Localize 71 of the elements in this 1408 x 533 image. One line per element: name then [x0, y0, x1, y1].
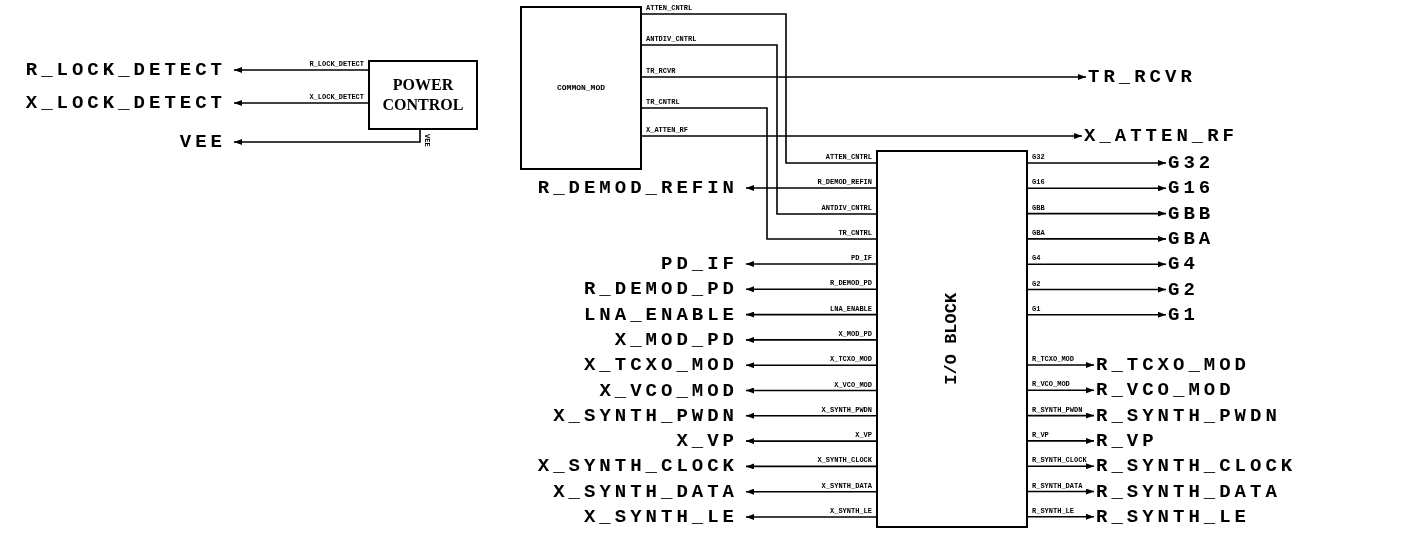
- arrow: [745, 488, 877, 495]
- signal-name: GBA: [1168, 229, 1215, 249]
- signal-line: [641, 44, 877, 215]
- block-box: [876, 150, 1028, 528]
- signal-name: R_SYNTH_CLOCK: [1096, 456, 1297, 476]
- signal-name: X_SYNTH_LE: [583, 507, 738, 527]
- signal-name: TR_RCVR: [1088, 67, 1196, 87]
- signal-name: R_SYNTH_LE: [1096, 507, 1251, 527]
- signal-name: X_LOCK_DETECT: [25, 93, 226, 113]
- signal-name: X_VCO_MOD: [599, 381, 738, 400]
- block-box: [368, 60, 478, 130]
- block-title: POWER CONTROL: [381, 75, 465, 115]
- arrow: [641, 74, 1087, 80]
- signal-name: G4: [1168, 254, 1199, 274]
- signal-name: VEE: [179, 132, 226, 152]
- arrow: [1027, 362, 1095, 368]
- arrow: [1027, 513, 1095, 520]
- arrow: [745, 261, 877, 267]
- signal-name: R_DEMOD_PD: [583, 279, 738, 299]
- signal-name: R_DEMOD_REFIN: [537, 178, 738, 198]
- arrow: [745, 412, 877, 419]
- arrow: [1027, 488, 1095, 495]
- arrow: [745, 362, 877, 369]
- arrow: [1027, 311, 1167, 318]
- signal-line: [641, 107, 877, 240]
- signal-name: R_SYNTH_DATA: [1096, 482, 1281, 501]
- arrow: [1027, 210, 1167, 217]
- signal-name: PD_IF: [661, 254, 738, 274]
- arrow: [233, 129, 421, 145]
- signal-name: G16: [1168, 178, 1215, 198]
- arrow: [1027, 286, 1167, 293]
- arrow: [745, 514, 877, 520]
- signal-line: [641, 13, 877, 164]
- block-title: COMMON_MOD: [557, 82, 605, 94]
- signal-name: R_LOCK_DETECT: [25, 60, 226, 80]
- signal-name: GBB: [1168, 204, 1215, 224]
- signal-name: X_SYNTH_PWDN: [553, 406, 738, 426]
- signal-name: LNA_ENABLE: [583, 305, 738, 325]
- arrow: [1027, 437, 1095, 444]
- arrow: [745, 336, 877, 343]
- signal-name: R_TCXO_MOD: [1096, 355, 1251, 375]
- arrow: [1027, 387, 1095, 394]
- arrow: [745, 438, 877, 445]
- arrow: [233, 67, 369, 73]
- arrow: [1027, 160, 1167, 166]
- signal-name: X_SYNTH_DATA: [553, 482, 738, 502]
- arrow: [745, 387, 877, 394]
- signal-name: G2: [1168, 280, 1199, 299]
- signal-name: R_SYNTH_PWDN: [1096, 406, 1281, 426]
- block-box: [520, 6, 642, 170]
- signal-name: R_VCO_MOD: [1096, 380, 1235, 400]
- arrow: [641, 133, 1083, 139]
- signal-name: X_SYNTH_CLOCK: [537, 456, 738, 476]
- signal-name: X_MOD_PD: [614, 330, 738, 350]
- signal-name: X_TCXO_MOD: [583, 355, 738, 375]
- arrow: [745, 311, 877, 318]
- signal-name: G32: [1168, 153, 1215, 173]
- arrow: [745, 185, 877, 191]
- arrow: [1027, 185, 1167, 192]
- arrow: [745, 463, 877, 470]
- signal-name: X_ATTEN_RF: [1084, 126, 1239, 146]
- block-title: I/O BLOCK: [941, 293, 963, 385]
- arrow: [1027, 412, 1095, 419]
- signal-name: X_VP: [676, 431, 738, 451]
- signal-name: G1: [1168, 305, 1199, 325]
- signal-name: R_VP: [1096, 431, 1158, 451]
- arrow: [233, 100, 369, 106]
- arrow: [1027, 261, 1167, 268]
- arrow: [745, 286, 877, 293]
- arrow: [1027, 235, 1167, 242]
- arrow: [1027, 463, 1095, 470]
